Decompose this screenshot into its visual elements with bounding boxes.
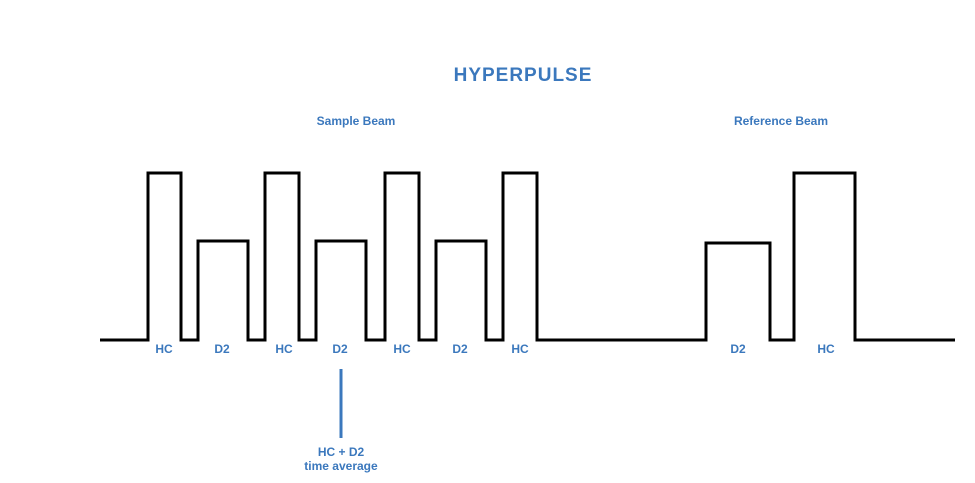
pulse-label-hc: HC — [511, 342, 529, 356]
pulse-label-d2: D2 — [452, 342, 468, 356]
pulse-labels: HC D2 HC D2 HC D2 HC D2 HC — [155, 342, 835, 356]
annotation-line-1: HC + D2 — [318, 445, 365, 459]
diagram-title: HYPERPULSE — [454, 65, 593, 86]
pulse-label-hc: HC — [275, 342, 293, 356]
pulse-label-d2: D2 — [730, 342, 746, 356]
pulse-label-hc: HC — [155, 342, 173, 356]
pulse-label-hc: HC — [393, 342, 411, 356]
pulse-label-d2: D2 — [214, 342, 230, 356]
pulse-label-d2: D2 — [332, 342, 348, 356]
annotation-line-2: time average — [304, 459, 378, 473]
sample-beam-label: Sample Beam — [317, 114, 396, 128]
pulse-waveform — [100, 171, 955, 342]
pulse-label-hc: HC — [817, 342, 835, 356]
reference-beam-label: Reference Beam — [734, 114, 828, 128]
